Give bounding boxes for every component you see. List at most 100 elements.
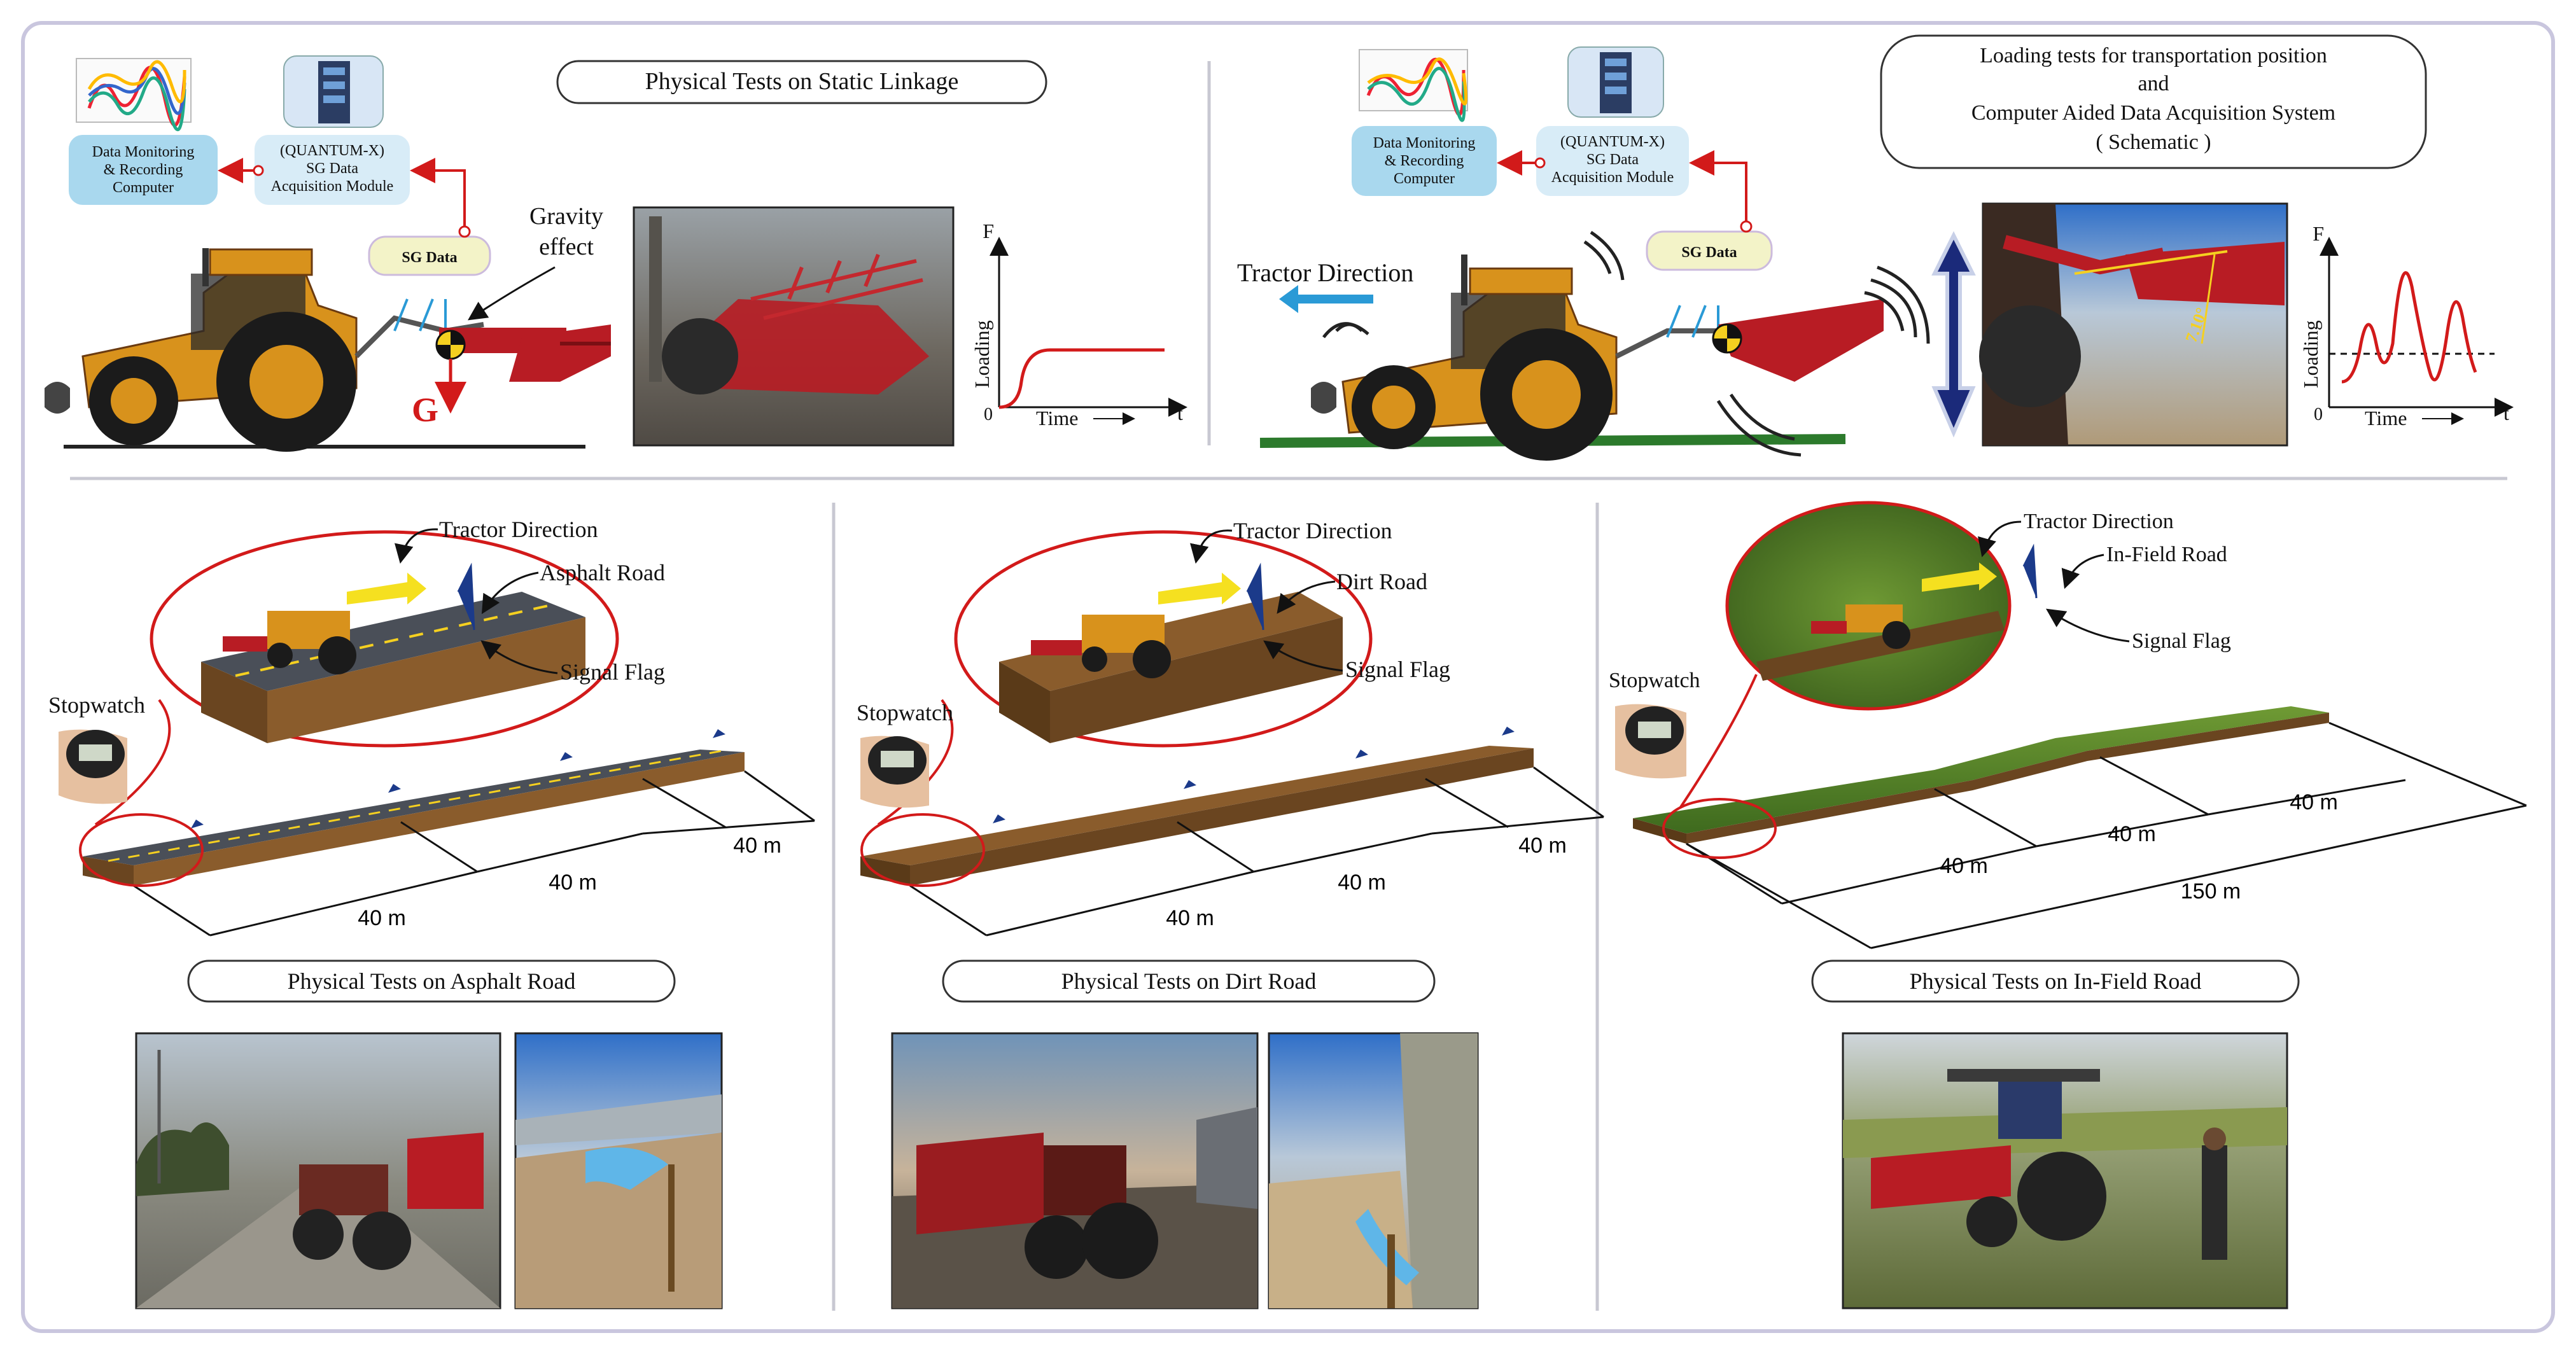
daq-line3: Acquisition Module xyxy=(271,178,394,195)
daq-line2: SG Data xyxy=(1586,151,1639,168)
stopwatch-icon xyxy=(860,736,929,808)
dirt-road-label: Dirt Road xyxy=(1336,569,1427,594)
monitor-line3: Computer xyxy=(113,179,174,196)
dynamic-graph-t: t xyxy=(2503,401,2509,424)
infield-photo-scene xyxy=(1843,1069,2287,1260)
sg-data-box xyxy=(368,235,491,276)
infield-road-label: In-Field Road xyxy=(2106,543,2227,566)
dynamic-graph-f: F xyxy=(2313,222,2324,245)
dirt-photo-2-scene xyxy=(1269,1033,1478,1308)
asphalt-dim-1: 40 m xyxy=(358,906,406,930)
static-graph-f: F xyxy=(983,220,994,242)
sg-to-daq-arrow xyxy=(1689,150,1747,232)
static-graph-t: t xyxy=(1177,401,1183,424)
transport-title-line4: ( Schematic ) xyxy=(2096,130,2211,154)
daq-box xyxy=(255,135,410,205)
transport-title-line3: Computer Aided Data Acquisition System xyxy=(1971,101,2335,125)
dirt-direction-label: Tractor Direction xyxy=(1233,518,1392,543)
asphalt-panel: 40 m 40 m 40 m Tractor Direction Asphalt… xyxy=(48,517,815,1309)
static-graph-ylabel: Loading xyxy=(970,320,993,388)
monitor-line1: Data Monitoring xyxy=(1373,135,1476,151)
infield-dim-total: 150 m xyxy=(2181,879,2241,904)
dirt-stopwatch-label: Stopwatch xyxy=(857,700,953,725)
infield-stopwatch-label: Stopwatch xyxy=(1609,669,1700,692)
transport-tractor xyxy=(1259,230,1930,461)
monitor-line2: & Recording xyxy=(1385,153,1464,169)
transport-title-box xyxy=(1880,34,2427,169)
dirt-dim-1: 40 m xyxy=(1166,906,1214,930)
sg-data-box xyxy=(1646,230,1773,271)
infield-small-ellipse xyxy=(1662,798,1777,859)
dirt-panel: 40 m 40 m 40 m Tractor Direction Dirt Ro… xyxy=(857,518,1604,1309)
dynamic-graph-ylabel: Loading xyxy=(2299,320,2322,388)
static-graph-xlabel: Time xyxy=(1036,407,1078,429)
infield-title: Physical Tests on In-Field Road xyxy=(1910,968,2202,994)
monitor-box xyxy=(1352,126,1497,196)
dynamic-graph-xlabel: Time xyxy=(2365,407,2407,429)
asphalt-small-ellipse xyxy=(79,813,204,887)
sg-data-label: SG Data xyxy=(1681,244,1737,261)
gravity-pointer xyxy=(468,266,556,321)
transport-title-line1: Loading tests for transportation positio… xyxy=(1980,44,2327,67)
daq-box xyxy=(1536,126,1689,196)
stopwatch-icon xyxy=(1615,704,1686,779)
transport-title-line2: and xyxy=(2138,72,2169,95)
monitor-line1: Data Monitoring xyxy=(92,144,195,160)
sg-to-daq-arrow xyxy=(410,158,466,237)
infield-flag-label: Signal Flag xyxy=(2132,629,2231,653)
asphalt-photo-2-scene xyxy=(515,1094,722,1308)
monitor-line2: & Recording xyxy=(104,162,183,178)
static-tractor xyxy=(45,248,585,452)
infield-zoom-scene xyxy=(1756,543,2038,681)
static-title-box xyxy=(556,60,1047,104)
vertical-vibration-arrow xyxy=(1931,231,1976,438)
daq-line1: (QUANTUM-X) xyxy=(1560,134,1665,150)
gravity-line2: effect xyxy=(539,234,594,260)
daq-module-icon xyxy=(283,55,384,128)
daq-line3: Acquisition Module xyxy=(1551,169,1674,186)
daq-line1: (QUANTUM-X) xyxy=(280,143,384,159)
asphalt-title: Physical Tests on Asphalt Road xyxy=(288,968,576,994)
gravity-line1: Gravity xyxy=(529,203,603,230)
dirt-dim-3: 40 m xyxy=(1518,834,1567,858)
dirt-photo-1-scene xyxy=(892,1107,1257,1308)
sg-data-label: SG Data xyxy=(402,249,457,266)
infield-dim-1: 40 m xyxy=(1940,854,1988,878)
transport-photo-scene: 7.10° xyxy=(1979,204,2285,445)
daq-module-icon xyxy=(1567,46,1664,118)
dynamic-loading-graph: F t 0 Time Loading xyxy=(2299,222,2514,429)
asphalt-road-label: Asphalt Road xyxy=(540,560,665,585)
transport-section: Loading tests for transportation positio… xyxy=(1237,34,2514,461)
stopwatch-icon xyxy=(59,729,127,804)
static-linkage-section: Physical Tests on Static Linkage Data Mo… xyxy=(45,55,1187,452)
infield-dim-2: 40 m xyxy=(2108,822,2156,846)
dirt-dim-2: 40 m xyxy=(1338,870,1386,895)
static-photo-scene xyxy=(649,216,929,394)
daq-line2: SG Data xyxy=(306,160,358,177)
dynamic-graph-zero: 0 xyxy=(2314,405,2323,424)
asphalt-photo-1-scene xyxy=(136,1050,500,1308)
infield-title-box xyxy=(1811,960,2300,1003)
gravity-g-label: G xyxy=(412,391,438,429)
monitor-icon xyxy=(76,58,192,132)
static-implement xyxy=(354,298,611,382)
dirt-flag-label: Signal Flag xyxy=(1345,657,1450,682)
dirt-title: Physical Tests on Dirt Road xyxy=(1061,968,1317,994)
asphalt-flag-label: Signal Flag xyxy=(560,659,665,685)
dirt-title-box xyxy=(942,960,1436,1003)
dirt-small-ellipse xyxy=(860,813,985,887)
asphalt-zoom-scene xyxy=(201,562,585,743)
infield-dim-3: 40 m xyxy=(2290,790,2338,814)
monitor-icon xyxy=(1359,49,1468,122)
asphalt-stopwatch-label: Stopwatch xyxy=(48,692,145,718)
asphalt-title-box xyxy=(187,960,676,1003)
asphalt-direction-label: Tractor Direction xyxy=(439,517,598,542)
monitor-box xyxy=(69,135,218,205)
static-loading-graph: F t 0 Time Loading xyxy=(970,220,1187,429)
transport-direction-label: Tractor Direction xyxy=(1237,258,1413,287)
asphalt-dim-2: 40 m xyxy=(549,870,597,895)
infield-panel: 40 m 40 m 40 m 150 m Tractor Direction I… xyxy=(1609,501,2527,1309)
static-title: Physical Tests on Static Linkage xyxy=(645,68,959,95)
infield-direction-label: Tractor Direction xyxy=(2024,510,2174,533)
